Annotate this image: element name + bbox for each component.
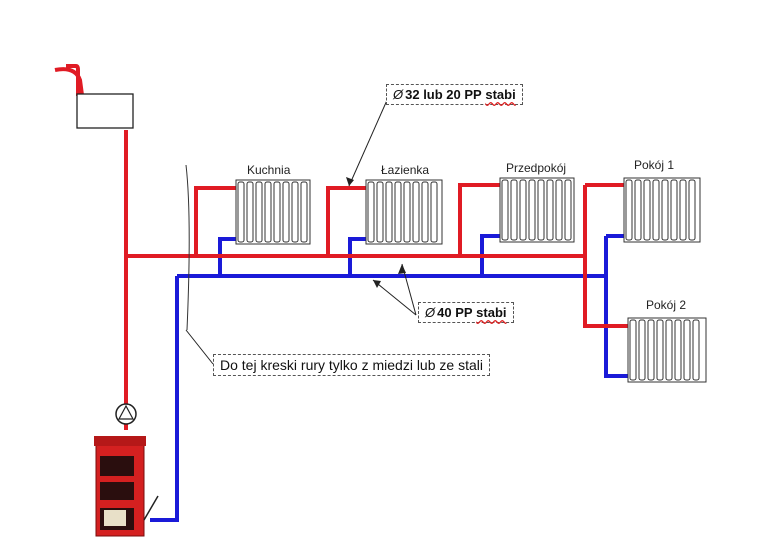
radiator-icon (499, 177, 575, 243)
expansion-tank-icon (76, 93, 134, 129)
return-pipes (150, 234, 628, 522)
diameter-symbol: Ø (393, 87, 404, 102)
diameter-symbol: Ø (425, 305, 436, 320)
callout-leaders (185, 97, 417, 365)
room-label-pokoj1: Pokój 1 (634, 158, 675, 172)
radiator-icon (627, 317, 707, 383)
radiator-icon (365, 179, 443, 245)
room-label-kuchnia: Kuchnia (247, 163, 291, 177)
material-boundary-line (185, 164, 190, 331)
callout-arrowheads (346, 177, 406, 288)
supply-pipes (54, 64, 628, 430)
callout-supply-pipe-wavy: stabi (485, 87, 516, 102)
room-label-przedpokoj: Przedpokój (506, 161, 567, 175)
callout-main-pipe-wavy: stabi (476, 305, 507, 320)
pump-icon (115, 403, 137, 425)
boiler-icon (94, 436, 159, 537)
callout-material-note: Do tej kreski rury tylko z miedzi lub ze… (213, 354, 490, 376)
callout-main-pipe-text: 40 PP (437, 305, 473, 320)
callout-supply-pipe-text: 32 lub 20 PP (405, 87, 482, 102)
radiator-icon (235, 179, 311, 245)
room-label-pokoj2: Pokój 2 (646, 298, 687, 312)
room-label-lazienka: Łazienka (381, 163, 430, 177)
radiator-icon (623, 177, 701, 243)
